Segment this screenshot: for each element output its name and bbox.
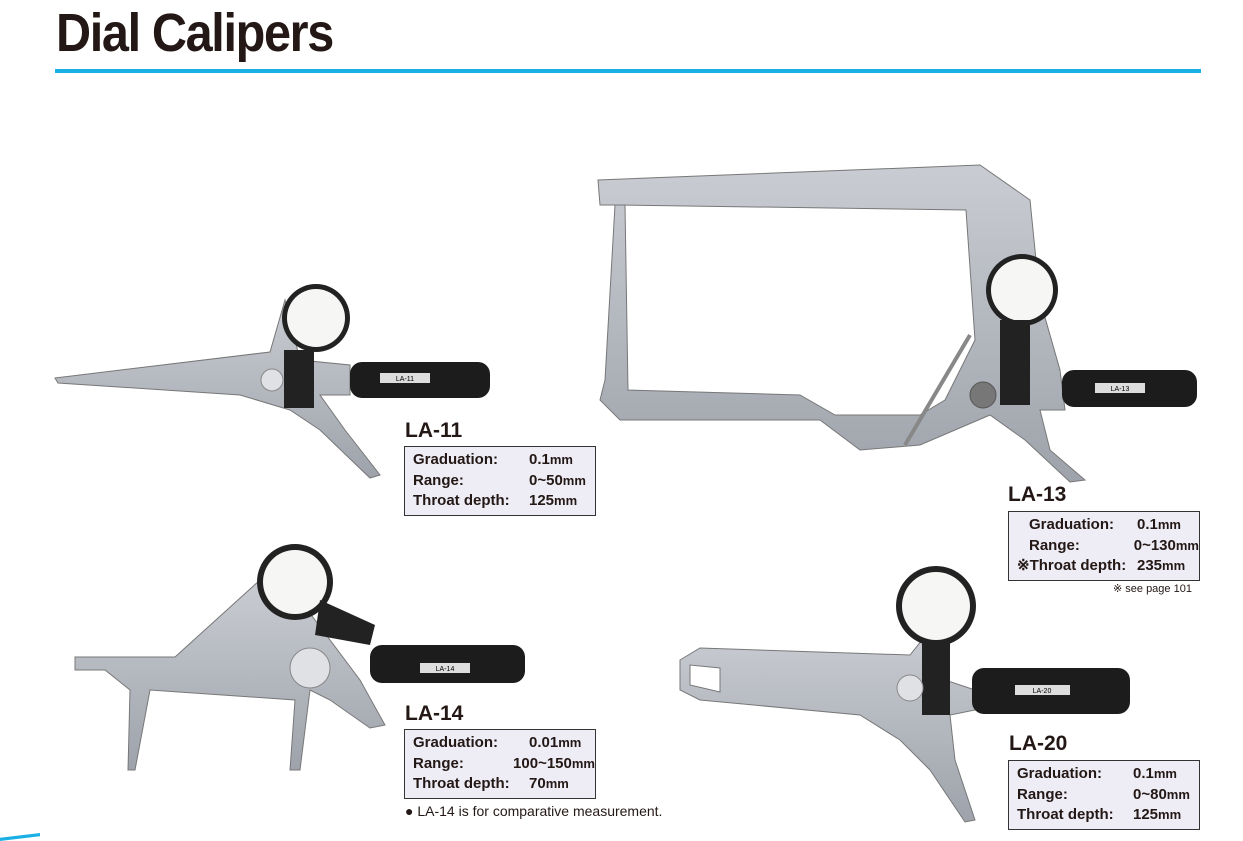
spec-number: 0.1 — [529, 451, 550, 468]
spec-label: Graduation: — [1029, 516, 1114, 533]
spec-unit: mm — [545, 776, 569, 791]
la-14-note: ● LA-14 is for comparative measurement. — [405, 803, 663, 819]
spec-label: Range: — [413, 754, 464, 772]
spec-label: Throat depth: — [1017, 806, 1114, 823]
spec-value: 100~150mm — [513, 754, 595, 775]
spec-row: Graduation: 0.1mm — [1017, 764, 1199, 785]
spec-row: ※Throat depth: 235mm — [1017, 556, 1199, 577]
spec-row: Throat depth: 125mm — [1017, 805, 1199, 826]
model-la-13: LA-13 — [1008, 483, 1067, 506]
spec-value: 0~80mm — [1133, 785, 1190, 806]
spec-number: 125 — [1133, 806, 1159, 823]
la-11-handle-label: LA-11 — [396, 376, 414, 383]
model-la-11: LA-11 — [405, 419, 463, 442]
spec-label: Range: — [413, 471, 464, 489]
spec-value: 0.01mm — [529, 733, 581, 754]
spec-unit: mm — [1153, 766, 1177, 781]
spec-number: 0~50 — [529, 471, 563, 489]
spec-label: Graduation: — [1017, 765, 1102, 782]
la-14-caliper-image: LA-14 — [74, 544, 525, 771]
spec-label: Throat depth: — [413, 492, 510, 509]
title-rule — [55, 69, 1201, 73]
spec-row: Graduation: 0.01mm — [413, 733, 595, 754]
spec-unit: mm — [549, 452, 573, 467]
corner-accent — [0, 833, 40, 841]
la-14-handle-label: LA-14 — [436, 666, 455, 673]
spec-unit: mm — [1157, 517, 1181, 532]
spec-value: 0.1mm — [1137, 515, 1181, 536]
spec-number: 125 — [529, 492, 555, 509]
spec-number: 0.1 — [1137, 516, 1158, 533]
la-13-handle-label: LA-13 — [1111, 386, 1130, 393]
la-20-handle-label: LA-20 — [1033, 688, 1052, 695]
spec-unit: mm — [554, 493, 578, 508]
la-13-note: ※ see page 101 — [1113, 583, 1192, 595]
page-title: Dial Calipers — [56, 3, 334, 63]
spec-number: 0.01 — [529, 734, 559, 751]
spec-row: Graduation: 0.1mm — [1029, 515, 1199, 536]
spec-value: 0~130mm — [1134, 536, 1199, 557]
spec-row: Graduation: 0.1mm — [413, 450, 595, 471]
la-20-caliper-image: LA-20 — [679, 566, 1130, 823]
spec-value: 235mm — [1137, 556, 1185, 577]
spec-unit: mm — [1166, 786, 1190, 802]
spec-label: Graduation: — [413, 451, 498, 468]
spec-number: 0.1 — [1133, 765, 1154, 782]
spec-label: Range: — [1029, 536, 1080, 554]
model-la-20: LA-20 — [1009, 732, 1068, 755]
spec-unit: mm — [571, 755, 595, 771]
spec-row: Range: 0~130mm — [1029, 536, 1199, 557]
spec-row: Range: 0~50mm — [413, 471, 595, 492]
spec-unit: mm — [1162, 558, 1186, 573]
spec-number: 0~130 — [1133, 536, 1176, 554]
spec-unit: mm — [562, 472, 586, 488]
spec-value: 125mm — [1133, 805, 1181, 826]
spec-value: 0.1mm — [529, 450, 573, 471]
spec-value: 0~50mm — [529, 471, 586, 492]
spec-label: ※Throat depth: — [1017, 557, 1127, 574]
model-la-14: LA-14 — [405, 702, 464, 725]
spec-value: 125mm — [529, 491, 577, 512]
spec-label: Throat depth: — [413, 775, 510, 792]
spec-row: Throat depth: 125mm — [413, 491, 595, 512]
spec-label: Graduation: — [413, 734, 498, 751]
spec-row: Range: 100~150mm — [413, 754, 595, 775]
spec-number: 70 — [529, 775, 546, 792]
la-13-caliper-image: LA-13 — [597, 164, 1197, 483]
spec-number: 100~150 — [513, 754, 572, 772]
spec-value: 70mm — [529, 774, 569, 795]
spec-row: Range: 0~80mm — [1017, 785, 1199, 806]
spec-row: Throat depth: 70mm — [413, 774, 595, 795]
spec-unit: mm — [558, 735, 582, 750]
spec-number: 235 — [1137, 557, 1163, 574]
spec-unit: mm — [1175, 537, 1199, 553]
la-11-caliper-image: LA-11 — [54, 284, 490, 479]
spec-unit: mm — [1158, 807, 1182, 822]
spec-number: 0~80 — [1133, 785, 1167, 803]
spec-label: Range: — [1017, 785, 1068, 803]
spec-value: 0.1mm — [1133, 764, 1177, 785]
